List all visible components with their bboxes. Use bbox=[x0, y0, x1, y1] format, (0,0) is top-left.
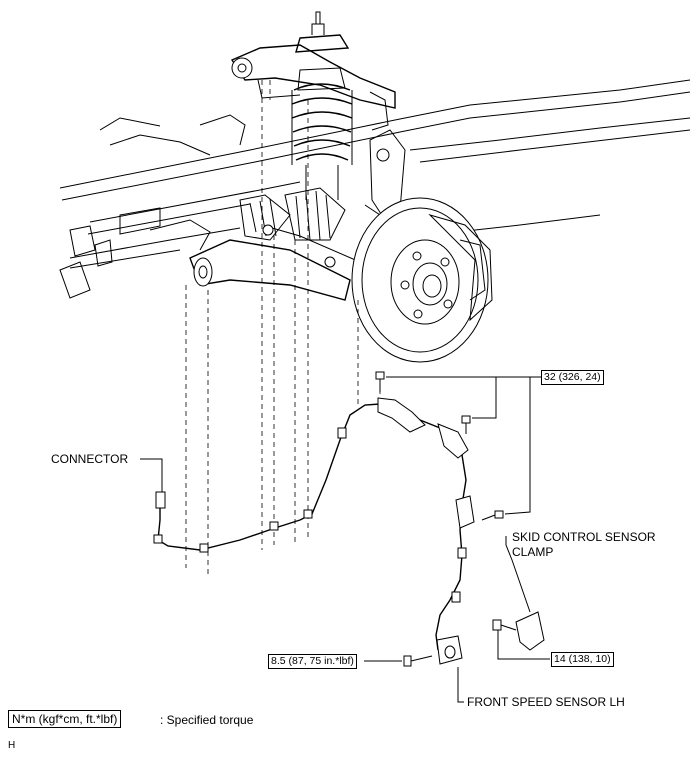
drive-shaft-boot bbox=[239, 187, 361, 268]
leader-lines bbox=[140, 376, 550, 703]
bolt-middle bbox=[461, 415, 471, 434]
torque-box-clamp: 14 (138, 10) bbox=[551, 652, 614, 667]
upper-control-arm bbox=[230, 44, 396, 131]
skid-clamp-label-line2: CLAMP bbox=[512, 545, 554, 559]
coil-spring-shock bbox=[291, 11, 353, 200]
alignment-dashed-lines bbox=[185, 80, 381, 575]
torque-box-sensor: 8.5 (87, 75 in.*lbf) bbox=[268, 654, 357, 669]
legend-unit-box: N*m (kgf*cm, ft.*lbf) bbox=[8, 710, 122, 728]
speed-sensor-harness bbox=[153, 397, 475, 665]
bolt-clamp bbox=[492, 619, 517, 631]
front-speed-sensor-label: FRONT SPEED SENSOR LH bbox=[467, 695, 625, 709]
legend-description: : Specified torque bbox=[160, 713, 254, 727]
skid-clamp-label-line1: SKID CONTROL SENSOR bbox=[512, 530, 656, 544]
brake-disc-hub bbox=[351, 197, 493, 363]
corner-mark: H bbox=[8, 740, 16, 751]
torque-box-upper: 32 (326, 24) bbox=[541, 370, 604, 385]
connector-label: CONNECTOR bbox=[51, 452, 129, 466]
skid-control-sensor-clamp bbox=[515, 611, 545, 651]
lower-control-arm bbox=[149, 219, 351, 301]
bolt-top bbox=[375, 371, 385, 392]
bolt-sensor bbox=[403, 655, 433, 667]
frame-rail bbox=[59, 79, 691, 299]
bolt-right bbox=[481, 510, 504, 521]
